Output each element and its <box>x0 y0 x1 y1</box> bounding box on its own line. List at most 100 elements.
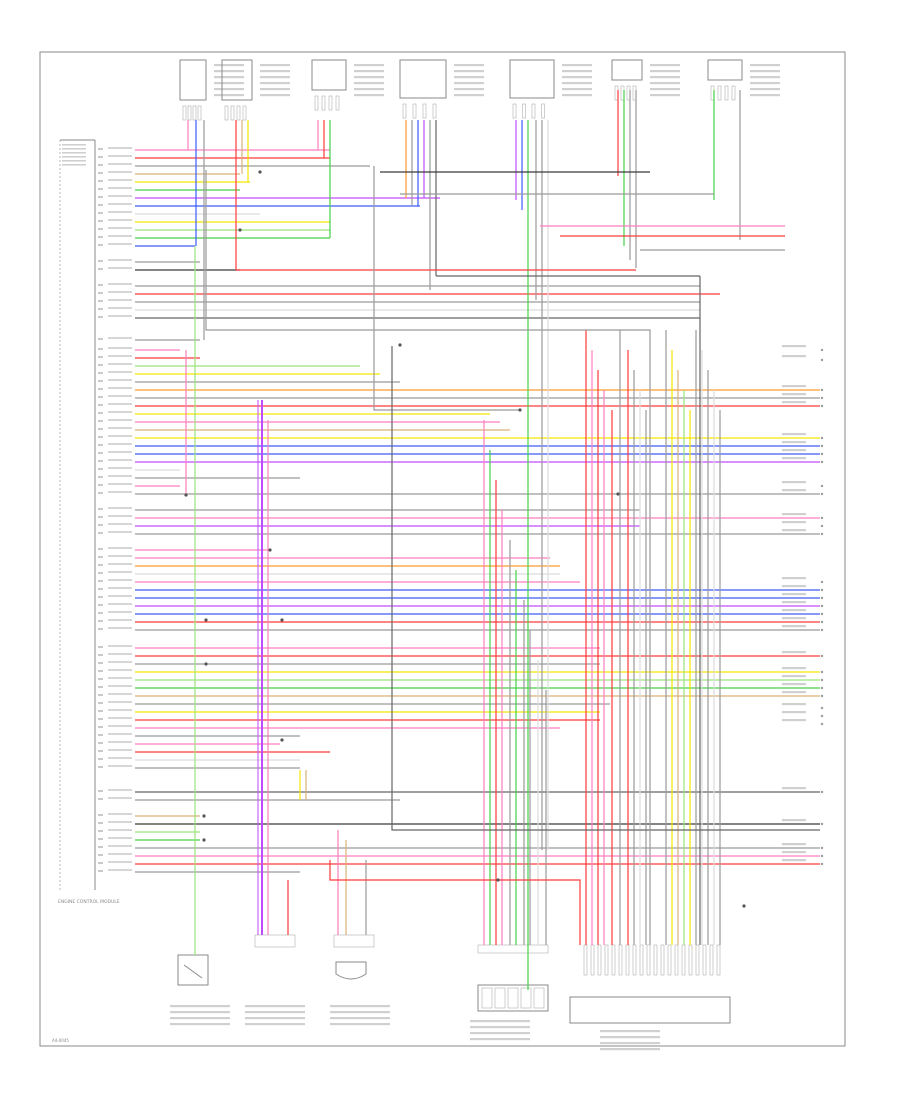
sensor-box <box>399 59 447 99</box>
splice-junction <box>398 343 402 347</box>
connector-pin <box>695 944 700 976</box>
pin-number <box>98 596 103 598</box>
pin-number <box>98 292 103 294</box>
pin-number <box>98 148 103 150</box>
connector-cavity <box>494 987 506 1009</box>
label-placeholder <box>600 1042 660 1045</box>
diagram-border <box>39 51 846 1047</box>
right-pin <box>820 588 824 592</box>
splice-junction <box>268 548 272 552</box>
connector-cavity <box>520 987 532 1009</box>
pin-number <box>98 548 103 550</box>
pin-number <box>98 212 103 214</box>
wire-code <box>108 203 132 205</box>
wire-code <box>108 387 132 389</box>
right-pin <box>820 654 824 658</box>
pin-number <box>98 338 103 340</box>
label-placeholder <box>330 1011 390 1014</box>
pin-number <box>98 580 103 582</box>
label-placeholder <box>354 82 384 85</box>
right-pin <box>820 524 824 528</box>
right-wire-code <box>782 851 806 854</box>
splice-junction <box>280 618 284 622</box>
sensor-box <box>509 59 555 99</box>
wire-code <box>108 227 132 229</box>
wire-code <box>108 337 132 339</box>
label-placeholder <box>470 1032 530 1035</box>
pin-number <box>98 380 103 382</box>
wire-code <box>108 555 132 557</box>
wire-code <box>108 685 132 687</box>
pin-terminal <box>335 95 340 111</box>
pin-number <box>98 750 103 752</box>
label-placeholder <box>214 70 244 73</box>
right-wire-code <box>782 859 806 862</box>
pin-number <box>98 412 103 414</box>
sensor-box <box>179 59 207 101</box>
pin-number <box>98 396 103 398</box>
pin-number <box>98 404 103 406</box>
pin-number <box>98 508 103 510</box>
wire-code <box>108 235 132 237</box>
right-pin <box>820 722 824 726</box>
pin-number <box>98 604 103 606</box>
label-placeholder <box>62 144 86 146</box>
label-placeholder <box>245 1017 305 1020</box>
wire-code <box>108 459 132 461</box>
label-placeholder <box>214 64 244 67</box>
right-wire-code <box>782 625 806 628</box>
label-placeholder <box>600 1048 660 1051</box>
label-placeholder <box>330 1005 390 1008</box>
wire-code <box>108 645 132 647</box>
right-pin <box>820 862 824 866</box>
wire-code <box>108 861 132 863</box>
wire-code <box>108 403 132 405</box>
pin-number <box>98 388 103 390</box>
label-placeholder <box>750 70 780 73</box>
connector-cavity <box>533 987 545 1009</box>
label-placeholder <box>354 88 384 91</box>
pin-number <box>98 694 103 696</box>
right-pin <box>820 604 824 608</box>
right-pin <box>820 580 824 584</box>
label-placeholder <box>600 1030 660 1033</box>
pin-number <box>98 284 103 286</box>
right-wire-code <box>782 651 806 654</box>
splice-junction <box>496 878 500 882</box>
pin-terminal <box>224 105 229 121</box>
right-pin <box>820 714 824 718</box>
pin-number <box>98 220 103 222</box>
wire-code <box>108 603 132 605</box>
right-pin <box>820 452 824 456</box>
pin-terminal <box>328 95 333 111</box>
pin-number <box>98 654 103 656</box>
connector-pin <box>702 944 707 976</box>
connector-pin <box>674 944 679 976</box>
splice-junction <box>184 493 188 497</box>
wire-code <box>108 299 132 301</box>
pin-terminal <box>187 105 192 121</box>
label-placeholder <box>62 152 86 154</box>
wire-code <box>108 155 132 157</box>
sensor-connector <box>333 934 375 948</box>
label-placeholder <box>214 82 244 85</box>
splice-junction <box>518 408 522 412</box>
right-wire-code <box>782 585 806 588</box>
wire-code <box>108 435 132 437</box>
right-wire-code <box>782 489 806 492</box>
label-placeholder <box>454 88 484 91</box>
wire-code <box>108 491 132 493</box>
footer-code: A4-0045 <box>52 1038 69 1043</box>
label-placeholder <box>62 160 86 162</box>
pin-terminal <box>422 103 427 119</box>
right-wire-code <box>782 513 806 516</box>
label-placeholder <box>454 70 484 73</box>
wire-code <box>108 547 132 549</box>
wire-code <box>108 163 132 165</box>
pin-number <box>98 460 103 462</box>
label-placeholder <box>260 82 290 85</box>
right-wire-code <box>782 601 806 604</box>
right-pin <box>820 620 824 624</box>
pin-number <box>98 686 103 688</box>
pin-number <box>98 356 103 358</box>
